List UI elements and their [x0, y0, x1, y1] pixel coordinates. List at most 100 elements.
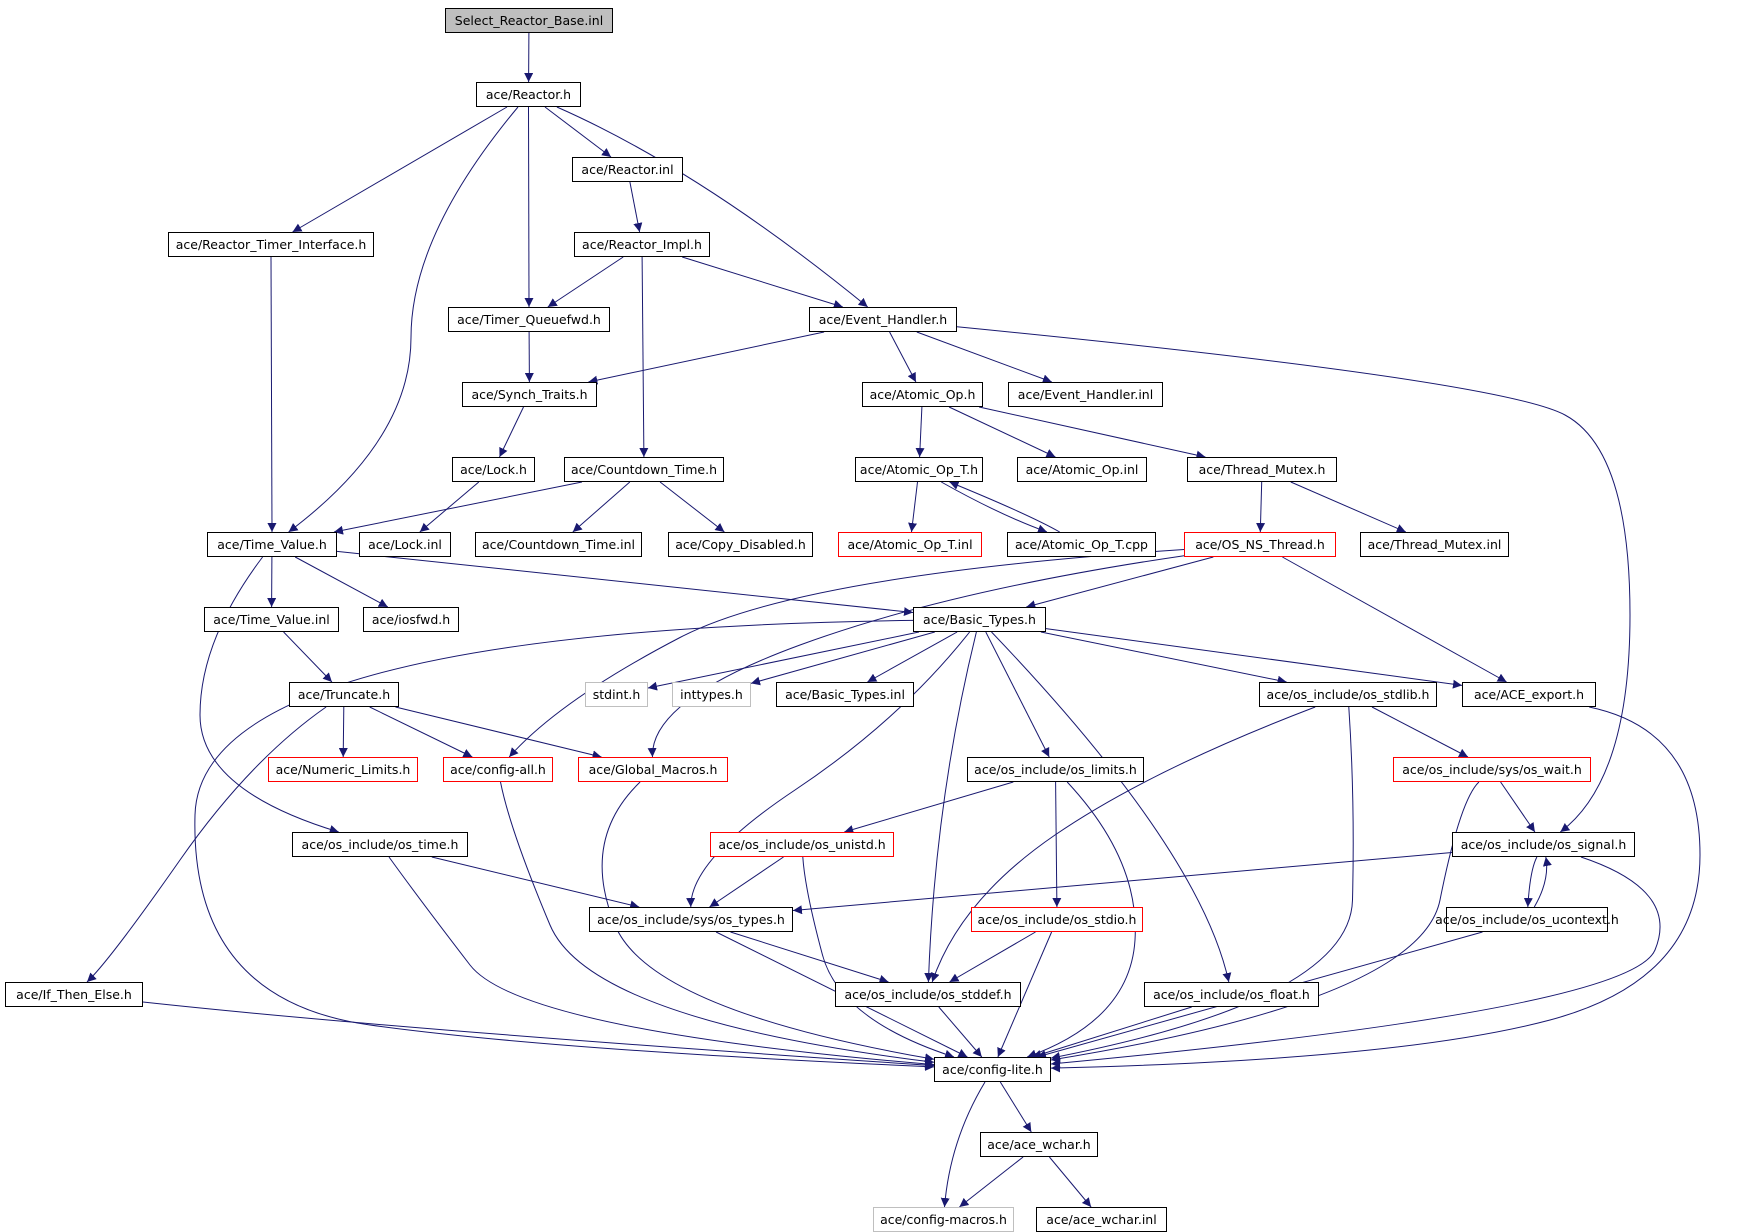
edge-n25-to-n30: [1040, 631, 1287, 685]
include-file-node[interactable]: ace/config-all.h: [443, 757, 553, 782]
include-file-node[interactable]: ace/os_include/os_ucontext.h: [1435, 907, 1619, 932]
edge-n37-to-n46: [388, 856, 935, 1069]
edge-n4-to-n11: [639, 256, 649, 458]
include-file-node[interactable]: ace/Countdown_Time.inl: [475, 532, 642, 557]
include-file-node[interactable]: ace/Thread_Mutex.h: [1187, 457, 1337, 482]
edge-n11-to-n15: [333, 481, 583, 535]
include-file-node[interactable]: ace/Lock.inl: [359, 532, 451, 557]
edge-n46-to-n47: [999, 1081, 1032, 1133]
include-file-node[interactable]: ace/OS_NS_Thread.h: [1184, 532, 1336, 557]
root-file-node[interactable]: Select_Reactor_Base.inl: [445, 8, 613, 33]
include-file-node[interactable]: ace/iosfwd.h: [363, 607, 459, 632]
edge-n41-to-n44: [949, 931, 1036, 983]
include-file-node[interactable]: ace/os_include/os_stdlib.h: [1259, 682, 1437, 707]
edge-n36-to-n39: [1500, 781, 1536, 833]
edge-n15-to-n25: [336, 550, 914, 617]
edge-n46-to-n48: [940, 1081, 986, 1208]
include-file-node[interactable]: ace/Atomic_Op.h: [862, 382, 983, 407]
edge-n47-to-n49: [1049, 1156, 1092, 1208]
include-file-node[interactable]: ace/Reactor.h: [476, 82, 581, 107]
include-file-node[interactable]: ace/Reactor_Timer_Interface.h: [168, 232, 374, 257]
edge-n26-to-n33: [369, 706, 473, 758]
edge-n39-to-n40: [792, 852, 1453, 915]
include-file-node[interactable]: ace/os_include/os_signal.h: [1452, 832, 1635, 857]
edge-n1-to-n5: [524, 106, 534, 308]
include-file-node[interactable]: ace/Global_Macros.h: [578, 757, 728, 782]
edge-n25-to-n29: [867, 631, 958, 683]
edge-n25-to-n40: [686, 631, 970, 908]
include-file-node[interactable]: ace/os_include/os_stdio.h: [971, 907, 1143, 932]
include-file-node[interactable]: ace/Thread_Mutex.inl: [1360, 532, 1509, 557]
include-file-node[interactable]: ace/Truncate.h: [289, 682, 399, 707]
include-file-node[interactable]: ace/Numeric_Limits.h: [268, 757, 418, 782]
edge-n21-to-n33: [508, 549, 1185, 758]
include-file-node[interactable]: ace/os_include/os_unistd.h: [710, 832, 894, 857]
edge-n34-to-n46: [601, 781, 935, 1063]
include-file-node[interactable]: ace/Basic_Types.inl: [776, 682, 914, 707]
edge-n26-to-n32: [338, 706, 348, 758]
edge-n8-to-n13: [948, 406, 1056, 458]
edge-n25-to-n28: [750, 631, 935, 686]
edge-n45-to-n46: [1032, 1006, 1192, 1059]
edge-n38-to-n40: [709, 856, 784, 908]
edge-n30-to-n44: [930, 706, 1316, 983]
include-file-node[interactable]: ace/os_include/os_limits.h: [967, 757, 1144, 782]
edge-n35-to-n38: [844, 781, 1014, 834]
edge-n26-to-n34: [395, 706, 602, 760]
edge-n7-to-n10: [499, 406, 524, 458]
edge-n11-to-n17: [572, 481, 631, 533]
include-file-node[interactable]: ace/Time_Value.inl: [204, 607, 339, 632]
include-file-node[interactable]: ace/os_include/os_stddef.h: [835, 982, 1021, 1007]
include-file-node[interactable]: ace/Event_Handler.inl: [1008, 382, 1163, 407]
edge-n25-to-n31: [1045, 628, 1463, 689]
edge-n42-to-n39: [1533, 856, 1552, 908]
edge-n20-to-n12: [949, 481, 1060, 533]
include-file-node[interactable]: ace/os_include/os_time.h: [292, 832, 468, 857]
include-file-node[interactable]: ace/ACE_export.h: [1462, 682, 1596, 707]
edge-n21-to-n34: [647, 555, 1185, 758]
include-file-node[interactable]: ace/Lock.h: [452, 457, 535, 482]
edge-n43-to-n46: [142, 1001, 935, 1070]
include-file-node[interactable]: ace/Basic_Types.h: [913, 607, 1046, 632]
edge-n1-to-n2: [544, 106, 612, 158]
edge-n44-to-n46: [938, 1006, 983, 1058]
include-file-node[interactable]: ace/Reactor.inl: [572, 157, 683, 182]
edge-n15-to-n24: [294, 556, 389, 608]
include-file-node[interactable]: ace/os_include/sys/os_types.h: [589, 907, 793, 932]
include-file-node[interactable]: ace/ace_wchar.inl: [1036, 1207, 1167, 1232]
edge-n1-to-n3: [292, 106, 508, 233]
include-file-node[interactable]: ace/Timer_Queuefwd.h: [448, 307, 610, 332]
edge-n25-to-n35: [985, 631, 1050, 758]
include-file-node[interactable]: ace/Reactor_Impl.h: [574, 232, 710, 257]
edge-n4-to-n5: [547, 256, 624, 308]
edge-n8-to-n12: [915, 406, 925, 458]
edge-n8-to-n14: [978, 406, 1206, 460]
include-file-node[interactable]: ace/Countdown_Time.h: [564, 457, 724, 482]
edge-n21-to-n31: [1282, 556, 1507, 683]
include-file-node[interactable]: ace/Event_Handler.h: [809, 307, 957, 332]
edge-n25-to-n44: [924, 631, 977, 983]
edge-n6-to-n9: [916, 331, 1052, 384]
edge-n40-to-n44: [730, 931, 889, 984]
include-file-node[interactable]: ace/Copy_Disabled.h: [668, 532, 813, 557]
include-file-node: inttypes.h: [672, 682, 751, 707]
include-file-node[interactable]: ace/Atomic_Op.inl: [1017, 457, 1147, 482]
include-file-node[interactable]: ace/Synch_Traits.h: [462, 382, 597, 407]
edge-n12-to-n20: [941, 481, 1048, 534]
include-file-node[interactable]: ace/config-lite.h: [934, 1057, 1051, 1082]
include-file-node[interactable]: ace/os_include/os_float.h: [1144, 982, 1319, 1007]
edge-n6-to-n39: [956, 326, 1631, 833]
edge-n39-to-n46: [1050, 856, 1661, 1068]
include-file-node[interactable]: ace/os_include/sys/os_wait.h: [1393, 757, 1591, 782]
edge-n25-to-n46: [194, 619, 935, 1071]
include-file-node[interactable]: ace/Atomic_Op_T.h: [855, 457, 983, 482]
edge-n21-to-n25: [1026, 556, 1214, 610]
include-file-node[interactable]: ace/Atomic_Op_T.inl: [838, 532, 982, 557]
include-file-node[interactable]: ace/Atomic_Op_T.cpp: [1007, 532, 1156, 557]
include-file-node[interactable]: ace/ace_wchar.h: [980, 1132, 1098, 1157]
edge-n47-to-n48: [959, 1156, 1024, 1208]
include-file-node[interactable]: ace/Time_Value.h: [207, 532, 337, 557]
edge-n14-to-n21: [1256, 481, 1266, 533]
include-file-node[interactable]: ace/If_Then_Else.h: [5, 982, 143, 1007]
edge-n14-to-n22: [1290, 481, 1406, 533]
